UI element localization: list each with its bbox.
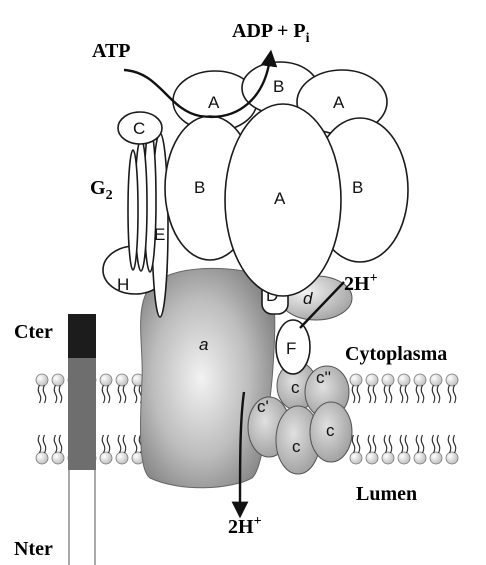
subunit-a-top-right-label: A xyxy=(333,93,345,112)
subunit-a-membrane-label: a xyxy=(199,335,208,354)
g2-label: G2 xyxy=(90,177,113,203)
adp-pi-main: ADP + P xyxy=(232,20,306,42)
g2-sub: 2 xyxy=(106,188,113,203)
subunit-b-left-label: B xyxy=(194,178,205,197)
subunit-a-center-label: A xyxy=(274,189,286,208)
atp-label: ATP xyxy=(92,40,131,62)
cter-label: Cter xyxy=(14,321,53,343)
c-ring-label-3: c' xyxy=(257,397,269,416)
adp-pi-sub: i xyxy=(306,31,310,46)
c-ring-label-4: c xyxy=(292,437,301,456)
cter-segment xyxy=(68,314,96,358)
lipid-lower-1 xyxy=(52,435,64,464)
proton-in-main: 2H xyxy=(344,273,370,295)
lumen-label: Lumen xyxy=(356,483,417,505)
subunit-c-label: C xyxy=(133,119,145,138)
lipid-upper-8 xyxy=(366,374,378,403)
adp-pi-label: ADP + Pi xyxy=(232,20,310,46)
subunit-d-lower-label: d xyxy=(303,289,313,308)
proton-in-label: 2H+ xyxy=(344,271,378,295)
lipid-lower-12 xyxy=(430,435,442,464)
lipid-lower-10 xyxy=(398,435,410,464)
nter-label: Nter xyxy=(14,538,53,560)
lipid-lower-0 xyxy=(36,435,48,464)
subunit-a-top-left-label: A xyxy=(208,93,220,112)
lipid-upper-13 xyxy=(446,374,458,403)
lipid-upper-9 xyxy=(382,374,394,403)
lipid-upper-12 xyxy=(430,374,442,403)
lipid-upper-7 xyxy=(350,374,362,403)
lipid-upper-4 xyxy=(100,374,112,403)
cytoplasma-label: Cytoplasma xyxy=(345,343,447,365)
subunit-e-label: E xyxy=(154,225,165,244)
lipid-lower-11 xyxy=(414,435,426,464)
lipid-lower-4 xyxy=(100,435,112,464)
subunit-h-label: H xyxy=(117,275,129,294)
lipid-lower-13 xyxy=(446,435,458,464)
subunit-b-right-label: B xyxy=(352,178,363,197)
lipid-upper-5 xyxy=(116,374,128,403)
subunit-f-label: F xyxy=(286,339,296,358)
lipid-upper-11 xyxy=(414,374,426,403)
lipid-lower-5 xyxy=(116,435,128,464)
c-ring-label-5: c xyxy=(326,421,335,440)
stalk-g-3 xyxy=(128,150,138,270)
proton-out-sup: + xyxy=(254,514,262,529)
lipid-upper-1 xyxy=(52,374,64,403)
g2-main: G xyxy=(90,177,106,199)
lipid-lower-8 xyxy=(366,435,378,464)
lipid-upper-0 xyxy=(36,374,48,403)
lipid-upper-10 xyxy=(398,374,410,403)
proton-out-label: 2H+ xyxy=(228,514,262,538)
membrane-segment xyxy=(68,358,96,470)
c-ring-label-2: c'' xyxy=(316,368,331,387)
subunit-b-top-label: B xyxy=(273,77,284,96)
proton-in-sup: + xyxy=(370,271,378,286)
proton-out-main: 2H xyxy=(228,516,254,538)
lipid-lower-9 xyxy=(382,435,394,464)
topology-bar xyxy=(68,314,96,565)
c-ring-label-1: c xyxy=(291,378,300,397)
